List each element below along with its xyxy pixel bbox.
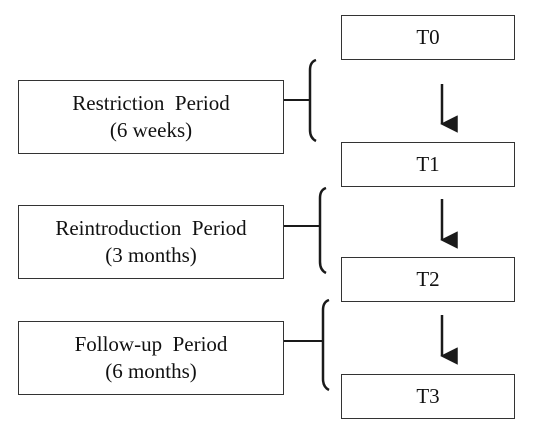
timepoint-label-t2: T2 — [416, 267, 440, 291]
bracket-follow-up — [284, 298, 330, 392]
timepoint-box-t2: T2 — [341, 257, 515, 302]
timepoint-box-t3: T3 — [341, 374, 515, 419]
period-name-restriction: Restriction Period — [72, 90, 230, 115]
timepoint-label-t1: T1 — [416, 152, 440, 176]
period-duration-reintroduction: (3 months) — [105, 243, 197, 267]
timepoint-label-t3: T3 — [416, 384, 440, 408]
period-duration-restriction: (6 weeks) — [109, 118, 193, 142]
period-box-reintroduction: Reintroduction Period (3 months) — [18, 205, 284, 279]
timepoint-box-t1: T1 — [341, 142, 515, 187]
period-duration-follow-up: (6 months) — [105, 359, 197, 383]
period-box-restriction: Restriction Period (6 weeks) — [18, 80, 284, 154]
timepoint-label-t0: T0 — [416, 25, 440, 49]
bracket-restriction — [284, 58, 317, 143]
bracket-reintroduction — [284, 186, 327, 275]
period-name-follow-up: Follow-up Period — [74, 331, 228, 356]
period-box-follow-up: Follow-up Period (6 months) — [18, 321, 284, 395]
period-name-reintroduction: Reintroduction Period — [55, 215, 247, 240]
timepoint-box-t0: T0 — [341, 15, 515, 60]
